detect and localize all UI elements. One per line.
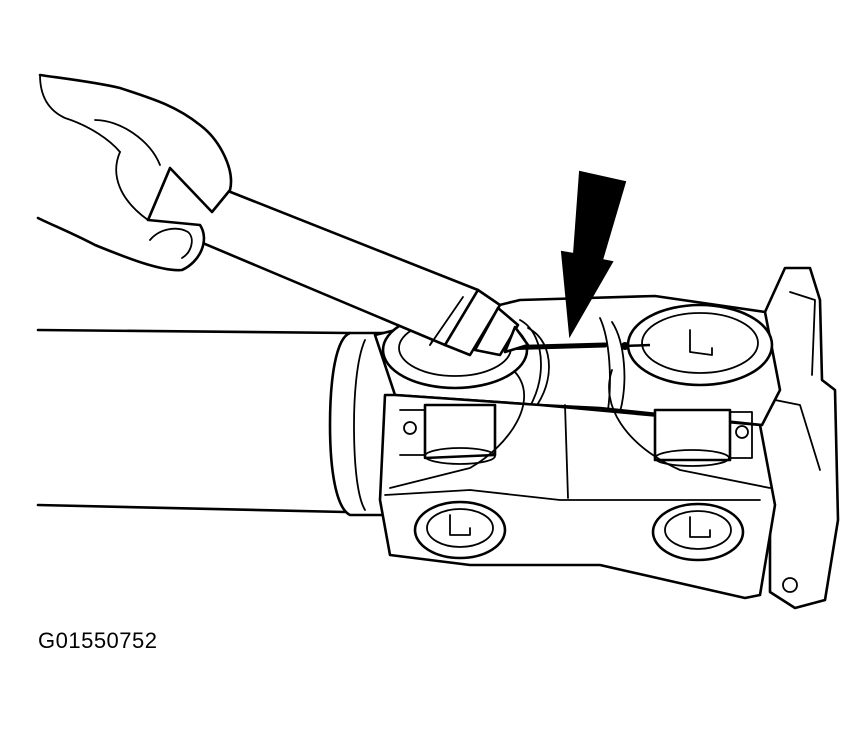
left-bearing-cap-bottom xyxy=(413,500,507,560)
right-bearing-cap-top xyxy=(626,303,774,387)
right-bearing-cap-bottom xyxy=(651,502,745,562)
yoke-ears xyxy=(389,369,771,489)
cross-trunnion-right xyxy=(653,408,753,467)
shaft-collar xyxy=(328,331,397,517)
hand xyxy=(36,73,233,272)
down-arrow-icon xyxy=(560,170,627,339)
cross-trunnion-left xyxy=(399,403,497,465)
figure-id-label: G01550752 xyxy=(38,628,158,653)
drive-shaft-tube xyxy=(36,328,352,514)
